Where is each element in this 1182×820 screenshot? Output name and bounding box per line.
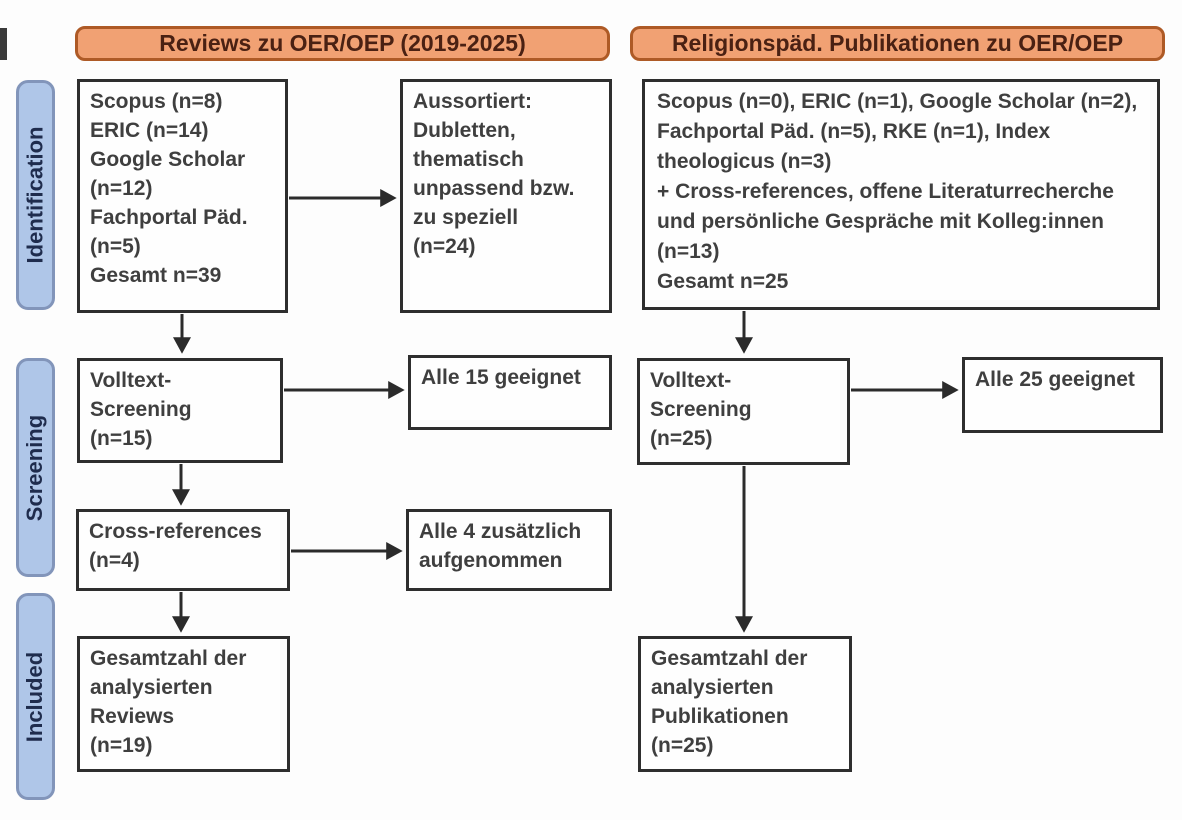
column-header-reviews: Reviews zu OER/OEP (2019-2025) <box>75 26 610 61</box>
box-left-excluded: Aussortiert: Dubletten, thematisch unpas… <box>400 79 612 313</box>
column-header-religionspaed: Religionspäd. Publikationen zu OER/OEP <box>630 26 1165 61</box>
box-left-crossreferences: Cross-references (n=4) <box>76 509 290 591</box>
box-left-fulltext-result: Alle 15 geeignet <box>408 355 612 430</box>
box-right-included-total: Gesamtzahl der analysierten Publikatione… <box>638 636 852 772</box>
box-left-sources: Scopus (n=8) ERIC (n=14) Google Scholar … <box>77 79 288 313</box>
box-right-fulltext-result: Alle 25 geeignet <box>962 357 1163 433</box>
scan-artifact-mark <box>0 28 7 60</box>
stage-included: Included <box>16 593 55 800</box>
stage-identification: Identification <box>16 80 55 310</box>
box-left-included-total: Gesamtzahl der analysierten Reviews (n=1… <box>77 636 290 772</box>
box-left-crossref-result: Alle 4 zusätzlich aufgenommen <box>406 509 612 591</box>
stage-screening: Screening <box>16 358 55 577</box>
box-right-fulltext-screening: Volltext- Screening (n=25) <box>637 358 850 465</box>
box-left-fulltext-screening: Volltext- Screening (n=15) <box>77 358 283 463</box>
box-right-sources: Scopus (n=0), ERIC (n=1), Google Scholar… <box>642 79 1160 310</box>
